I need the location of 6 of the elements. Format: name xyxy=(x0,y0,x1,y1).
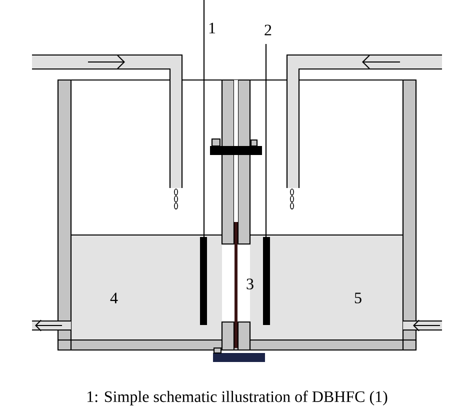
callout-number: 4 xyxy=(110,292,118,304)
callout-number: 5 xyxy=(354,292,362,304)
callout-number: 1 xyxy=(209,22,216,34)
callout-number: 2 xyxy=(264,24,272,36)
callout-number: 3 xyxy=(246,278,254,290)
figure-caption: 1: Simple schematic illustration of DBHFC (1) xyxy=(88,390,388,406)
